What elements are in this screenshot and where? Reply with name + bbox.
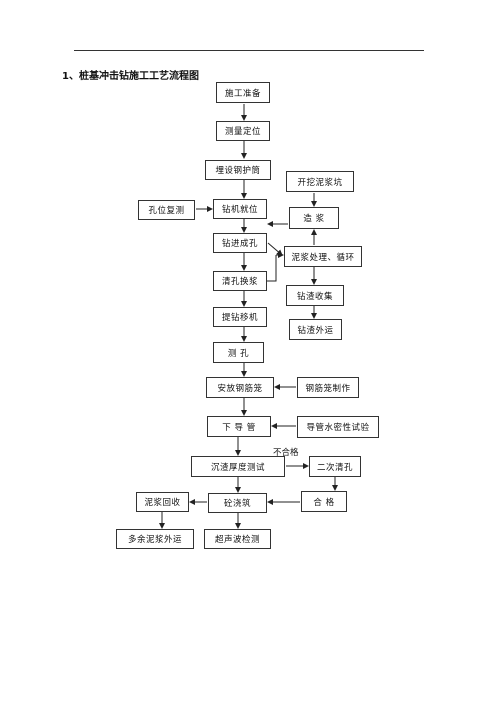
node-cage-make: 钢筋笼制作	[297, 377, 359, 398]
node-reclean: 二次清孔	[309, 456, 361, 477]
node-pipe: 下 导 管	[207, 416, 271, 437]
node-hole-check: 孔位复测	[138, 200, 195, 220]
header-rule	[74, 50, 424, 51]
node-drill: 钻进成孔	[213, 233, 267, 253]
node-pour: 砼浇筑	[208, 493, 267, 513]
node-recover: 泥浆回收	[136, 492, 189, 512]
node-pass: 合 格	[301, 491, 347, 512]
node-sediment: 沉渣厚度测试	[191, 456, 285, 477]
arrow-drill-treat	[267, 242, 283, 256]
node-pipe-test: 导管水密性试验	[297, 416, 379, 438]
node-treat: 泥浆处理、循环	[284, 246, 362, 267]
node-pit: 开挖泥浆坑	[286, 171, 354, 192]
node-lift: 提钻移机	[213, 307, 267, 327]
node-survey: 测量定位	[216, 121, 270, 141]
node-haul: 钻渣外运	[289, 319, 342, 340]
node-collect: 钻渣收集	[286, 285, 344, 306]
node-rig: 钻机就位	[213, 199, 267, 219]
node-prep: 施工准备	[216, 82, 270, 103]
node-ultra: 超声波检测	[204, 529, 271, 549]
node-casing: 埋设钢护筒	[205, 160, 271, 180]
node-excess: 多余泥浆外运	[116, 529, 194, 549]
label-fail: 不合格	[273, 448, 299, 458]
node-slurry: 造 浆	[289, 207, 339, 229]
line-clean-treat	[267, 255, 277, 282]
page-title: 1、桩基冲击钻施工工艺流程图	[62, 71, 199, 82]
node-measure: 测 孔	[213, 342, 264, 363]
node-cage: 安放钢筋笼	[206, 377, 274, 398]
node-clean: 清孔换浆	[213, 271, 267, 291]
